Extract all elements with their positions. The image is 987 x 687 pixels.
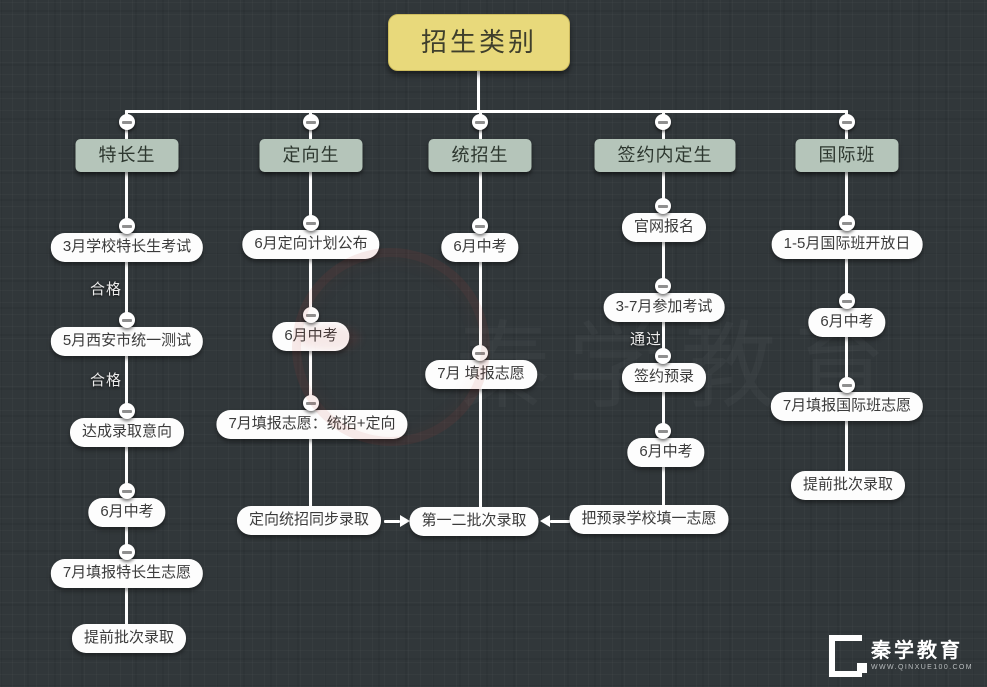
collapse-toggle[interactable] xyxy=(303,307,319,323)
connector-title-drop xyxy=(477,70,480,112)
minus-icon xyxy=(475,225,485,228)
edge-label-pass: 通过 xyxy=(629,331,663,348)
arrow-line-right xyxy=(550,520,570,523)
flow-node[interactable]: 6月中考 xyxy=(88,498,166,527)
collapse-toggle[interactable] xyxy=(119,114,135,130)
minus-icon xyxy=(122,121,132,124)
flow-node[interactable]: 6月中考 xyxy=(272,322,350,351)
category-special-talent[interactable]: 特长生 xyxy=(75,139,179,172)
minus-icon xyxy=(842,121,852,124)
flow-node[interactable]: 6月中考 xyxy=(808,308,886,337)
collapse-toggle[interactable] xyxy=(119,312,135,328)
arrow-right-icon xyxy=(400,515,410,527)
collapse-toggle[interactable] xyxy=(655,278,671,294)
collapse-toggle[interactable] xyxy=(839,114,855,130)
collapse-toggle[interactable] xyxy=(119,544,135,560)
flow-node[interactable]: 7月 填报志愿 xyxy=(425,360,537,389)
collapse-toggle[interactable] xyxy=(655,348,671,364)
connector-col-special xyxy=(125,110,128,628)
flow-node[interactable]: 官网报名 xyxy=(621,213,707,242)
collapse-toggle[interactable] xyxy=(839,215,855,231)
flow-node[interactable]: 7月填报国际班志愿 xyxy=(770,392,924,421)
brand-logo-square xyxy=(857,663,868,673)
collapse-toggle[interactable] xyxy=(839,293,855,309)
flow-node[interactable]: 提前批次录取 xyxy=(790,471,906,500)
flow-node[interactable]: 3月学校特长生考试 xyxy=(50,233,204,262)
minus-icon xyxy=(658,205,668,208)
flow-node[interactable]: 把预录学校填一志愿 xyxy=(569,505,729,534)
brand-logo-text-block: 秦学教育 WWW.QINXUE100.COM xyxy=(871,641,973,671)
collapse-toggle[interactable] xyxy=(119,403,135,419)
edge-label-qualified-2: 合格 xyxy=(89,372,123,389)
minus-icon xyxy=(842,222,852,225)
category-unified[interactable]: 统招生 xyxy=(428,139,532,172)
flow-node[interactable]: 6月定向计划公布 xyxy=(242,230,380,259)
collapse-toggle[interactable] xyxy=(655,114,671,130)
minus-icon xyxy=(842,384,852,387)
flow-node[interactable]: 3-7月参加考试 xyxy=(603,293,725,322)
minus-icon xyxy=(306,314,316,317)
root-node[interactable]: 招生类别 xyxy=(387,14,571,72)
arrow-line-left xyxy=(384,520,400,523)
collapse-toggle[interactable] xyxy=(655,198,671,214)
collapse-toggle[interactable] xyxy=(472,218,488,234)
minus-icon xyxy=(475,352,485,355)
collapse-toggle[interactable] xyxy=(303,215,319,231)
connector-branch-bar xyxy=(125,110,848,113)
minus-icon xyxy=(122,410,132,413)
flow-node[interactable]: 定向统招同步录取 xyxy=(236,506,382,535)
flow-node[interactable]: 6月中考 xyxy=(627,438,705,467)
flow-node[interactable]: 5月西安市统一测试 xyxy=(50,327,204,356)
collapse-toggle[interactable] xyxy=(655,423,671,439)
minus-icon xyxy=(658,430,668,433)
minus-icon xyxy=(306,121,316,124)
category-international[interactable]: 国际班 xyxy=(795,139,899,172)
collapse-toggle[interactable] xyxy=(472,345,488,361)
brand-logo-icon xyxy=(829,635,868,677)
minus-icon xyxy=(658,285,668,288)
minus-icon xyxy=(658,355,668,358)
brand-logo: 秦学教育 WWW.QINXUE100.COM xyxy=(829,635,973,677)
minus-icon xyxy=(306,222,316,225)
edge-label-qualified-1: 合格 xyxy=(89,281,123,298)
minus-icon xyxy=(122,319,132,322)
connector-col-unified xyxy=(479,110,482,508)
brand-name: 秦学教育 xyxy=(871,640,964,662)
flow-node[interactable]: 6月中考 xyxy=(441,233,519,262)
category-contracted[interactable]: 签约内定生 xyxy=(594,139,736,172)
minus-icon xyxy=(842,300,852,303)
collapse-toggle[interactable] xyxy=(303,395,319,411)
minus-icon xyxy=(658,121,668,124)
collapse-toggle[interactable] xyxy=(472,114,488,130)
minus-icon xyxy=(122,551,132,554)
flow-node[interactable]: 签约预录 xyxy=(621,363,707,392)
flow-node[interactable]: 7月填报特长生志愿 xyxy=(50,559,204,588)
collapse-toggle[interactable] xyxy=(119,483,135,499)
minus-icon xyxy=(122,490,132,493)
brand-website: WWW.QINXUE100.COM xyxy=(871,664,973,671)
flow-node[interactable]: 7月填报志愿：统招+定向 xyxy=(216,410,408,439)
flow-node[interactable]: 第一二批次录取 xyxy=(409,507,539,536)
arrow-left-icon xyxy=(540,515,550,527)
flow-node[interactable]: 达成录取意向 xyxy=(69,418,185,447)
category-directed[interactable]: 定向生 xyxy=(259,139,363,172)
collapse-toggle[interactable] xyxy=(119,218,135,234)
connector-col-international xyxy=(845,110,848,473)
flow-node[interactable]: 1-5月国际班开放日 xyxy=(771,230,923,259)
minus-icon xyxy=(306,402,316,405)
flow-node[interactable]: 提前批次录取 xyxy=(71,624,187,653)
collapse-toggle[interactable] xyxy=(303,114,319,130)
collapse-toggle[interactable] xyxy=(839,377,855,393)
minus-icon xyxy=(475,121,485,124)
minus-icon xyxy=(122,225,132,228)
